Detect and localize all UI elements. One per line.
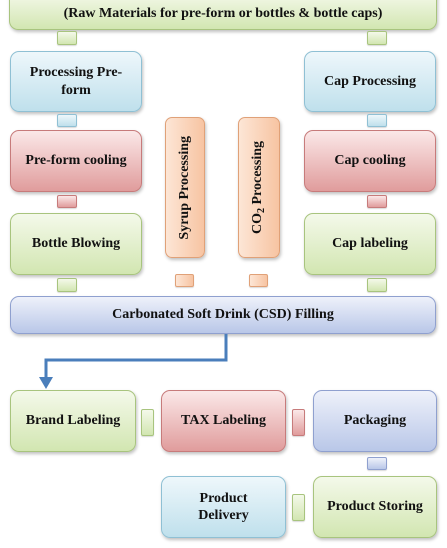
connector xyxy=(367,278,387,292)
processing-preform-label: Processing Pre-form xyxy=(29,65,123,98)
packaging-label: Packaging xyxy=(343,413,407,429)
flow-arrow-line xyxy=(44,334,228,378)
co2-suffix: Processing xyxy=(250,140,266,208)
cap-processing-label: Cap Processing xyxy=(324,73,416,89)
preform-cooling-label: Pre-form cooling xyxy=(25,153,127,169)
product-storing-box: Product Storing xyxy=(313,476,437,538)
bottle-blowing-label: Bottle Blowing xyxy=(31,236,121,252)
cap-cooling-box: Cap cooling xyxy=(304,130,436,192)
product-delivery-box: Product Delivery xyxy=(161,476,286,538)
connector xyxy=(57,278,77,292)
cap-cooling-label: Cap cooling xyxy=(334,153,406,169)
brand-labeling-box: Brand Labeling xyxy=(10,390,136,452)
cap-processing-box: Cap Processing xyxy=(304,51,436,112)
tax-labeling-box: TAX Labeling xyxy=(161,390,286,452)
cap-labeling-box: Cap labeling xyxy=(304,213,436,275)
csd-filling-box: Carbonated Soft Drink (CSD) Filling xyxy=(10,296,436,334)
preform-cooling-box: Pre-form cooling xyxy=(10,130,142,192)
connector xyxy=(141,409,154,436)
product-delivery-label: Product Delivery xyxy=(198,490,249,524)
connector xyxy=(175,274,194,287)
tax-labeling-label: TAX Labeling xyxy=(181,413,266,429)
raw-materials-label: (Raw Materials for pre-form or bottles &… xyxy=(63,6,383,22)
connector xyxy=(57,114,77,127)
connector xyxy=(367,195,387,208)
connector xyxy=(57,195,77,208)
raw-materials-box: (Raw Materials for pre-form or bottles &… xyxy=(9,0,437,30)
co2-prefix: CO xyxy=(250,213,266,234)
connector xyxy=(57,31,77,45)
processing-preform-box: Processing Pre-form xyxy=(10,51,142,112)
connector xyxy=(249,274,268,287)
co2-subscript: 2 xyxy=(256,208,268,213)
syrup-processing-box: Syrup Processing xyxy=(165,117,205,258)
connector xyxy=(292,494,305,521)
product-storing-label: Product Storing xyxy=(327,499,423,515)
connector xyxy=(367,31,387,45)
co2-processing-box: CO2 Processing xyxy=(238,117,280,258)
connector xyxy=(367,114,387,127)
packaging-box: Packaging xyxy=(313,390,437,452)
csd-filling-label: Carbonated Soft Drink (CSD) Filling xyxy=(112,307,334,323)
cap-labeling-label: Cap labeling xyxy=(332,236,408,252)
bottle-blowing-box: Bottle Blowing xyxy=(10,213,142,275)
connector xyxy=(367,457,387,470)
co2-processing-label: CO2 Processing xyxy=(249,141,268,234)
connector xyxy=(292,409,305,436)
syrup-processing-label: Syrup Processing xyxy=(177,135,193,240)
flow-arrowhead xyxy=(39,377,53,389)
brand-labeling-label: Brand Labeling xyxy=(25,413,121,429)
